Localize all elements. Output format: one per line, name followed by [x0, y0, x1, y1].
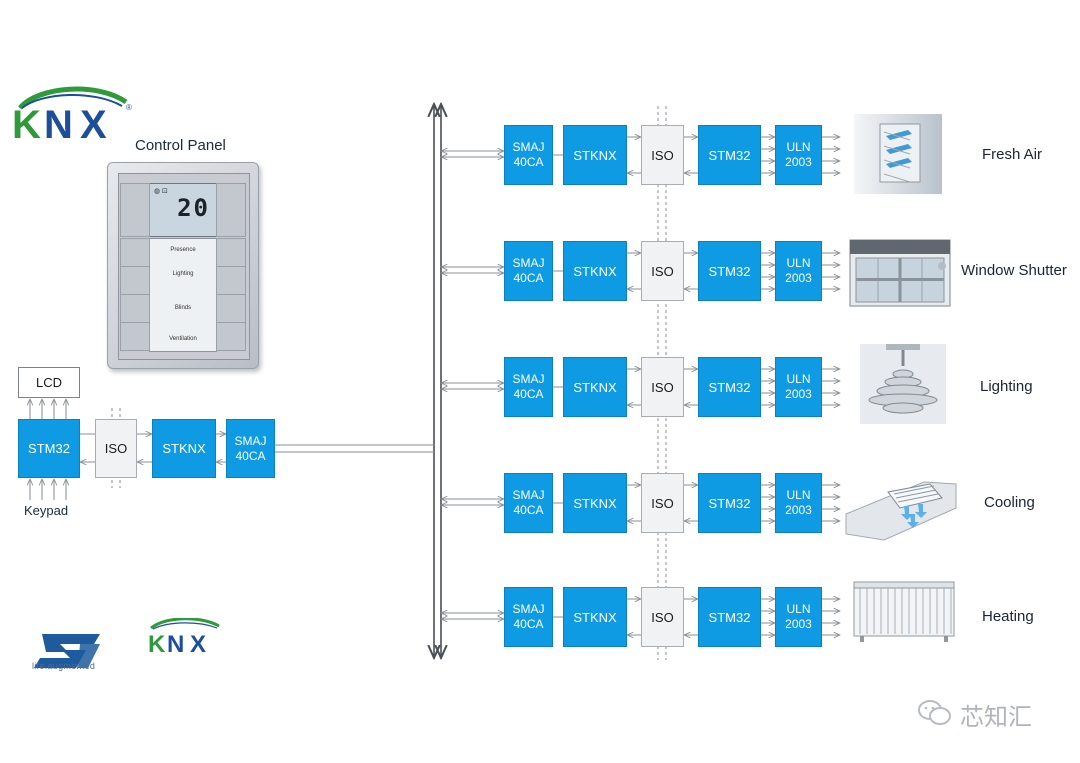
- keypad-label: Keypad: [24, 503, 69, 518]
- channel-1-iso-block: ISO: [641, 125, 684, 185]
- panel-row-presence: Presence: [170, 247, 196, 253]
- st-logo: [34, 634, 100, 668]
- channel-3-uln-block-line2: 2003: [785, 387, 812, 401]
- knx-logo: K N X ®: [12, 86, 132, 147]
- channel-5-uln-block-line2: 2003: [785, 617, 812, 631]
- svg-text:N: N: [44, 103, 73, 147]
- watermark-text: 芯知汇: [960, 703, 1032, 731]
- channel-5-smaj-block-line2: 40CA: [513, 617, 544, 631]
- channel-2-smaj-block-line1: SMAJ: [512, 256, 545, 270]
- channel-4-stknx-block: STKNX: [563, 473, 627, 533]
- channel-2-smaj-block-line2: 40CA: [513, 271, 544, 285]
- lighting-icon: [858, 342, 948, 431]
- channel-5-smaj-block-line1: SMAJ: [512, 602, 545, 616]
- channel-4-smaj-block-line2: 40CA: [513, 503, 544, 517]
- channel-3-smaj-block-line1: SMAJ: [512, 372, 545, 386]
- channel-4-label: Cooling: [984, 494, 1035, 511]
- control-panel-caption: Control Panel: [135, 137, 226, 154]
- wechat-icon: [918, 700, 951, 725]
- channel-1-label: Fresh Air: [982, 146, 1043, 163]
- svg-text:N: N: [167, 631, 184, 658]
- control-panel-device: ◍ ⊡ 20 Presence Lighting Blinds Ventilat…: [107, 162, 259, 369]
- channel-1-uln-block-line2: 2003: [785, 155, 812, 169]
- channel-3-stknx-block: STKNX: [563, 357, 627, 417]
- svg-text:X: X: [80, 103, 107, 147]
- svg-text:K: K: [148, 631, 166, 658]
- st-tagline: life.augmented: [32, 661, 96, 671]
- channel-3-stm32-block: STM32: [698, 357, 761, 417]
- knx-logo-small: K N X: [148, 618, 220, 658]
- channel-3-label: Lighting: [980, 378, 1033, 395]
- panel-row-lighting: Lighting: [172, 271, 194, 277]
- controller-stknx-block: STKNX: [152, 419, 216, 478]
- controller-smaj-block: SMAJ 40CA: [226, 419, 275, 478]
- channel-1-stknx-block: STKNX: [563, 125, 627, 185]
- channel-4-smaj-block-line1: SMAJ: [512, 488, 545, 502]
- channel-5-iso-block: ISO: [641, 587, 684, 647]
- channel-4-iso-block: ISO: [641, 473, 684, 533]
- channel-2-stm32-block: STM32: [698, 241, 761, 301]
- channel-3-iso-block: ISO: [641, 357, 684, 417]
- channel-2-stknx-block: STKNX: [563, 241, 627, 301]
- channel-2-label: Window Shutter: [961, 262, 1067, 279]
- channel-1-smaj-block-line2: 40CA: [513, 155, 544, 169]
- channel-1-stm32-block: STM32: [698, 125, 761, 185]
- lcd-block: LCD: [18, 367, 80, 398]
- channel-1-uln-block-line1: ULN: [786, 140, 811, 154]
- channel-3-smaj-block-line2: 40CA: [513, 387, 544, 401]
- cooling-icon: [844, 474, 960, 549]
- heating-icon: [850, 578, 960, 649]
- panel-temperature: 20: [177, 194, 210, 222]
- window-shutter-icon: [848, 238, 952, 313]
- svg-text:®: ®: [126, 103, 132, 112]
- channel-5-stknx-block: STKNX: [563, 587, 627, 647]
- channel-3-uln-block-line1: ULN: [786, 372, 811, 386]
- panel-row-blinds: Blinds: [174, 305, 192, 311]
- channel-2-iso-block: ISO: [641, 241, 684, 301]
- channel-5-uln-block-line1: ULN: [786, 602, 811, 616]
- channel-1-smaj-block-line1: SMAJ: [512, 140, 545, 154]
- channel-2-uln-block-line2: 2003: [785, 271, 812, 285]
- controller-smaj-line1: SMAJ: [234, 433, 267, 448]
- channel-5-stm32-block: STM32: [698, 587, 761, 647]
- controller-iso-block: ISO: [95, 419, 137, 478]
- panel-display: ◍ ⊡ 20: [149, 183, 217, 237]
- panel-row-ventilation: Ventilation: [169, 336, 197, 342]
- channel-2-uln-block-line1: ULN: [786, 256, 811, 270]
- controller-stm32-block: STM32: [18, 419, 80, 478]
- channel-4-uln-block-line2: 2003: [785, 503, 812, 517]
- svg-text:X: X: [190, 631, 206, 658]
- channel-4-stm32-block: STM32: [698, 473, 761, 533]
- channel-4-uln-block-line1: ULN: [786, 488, 811, 502]
- knx-logo-k: K: [12, 103, 41, 147]
- channel-5-label: Heating: [982, 608, 1034, 625]
- controller-smaj-line2: 40CA: [235, 448, 266, 463]
- fresh-air-icon: [852, 112, 944, 201]
